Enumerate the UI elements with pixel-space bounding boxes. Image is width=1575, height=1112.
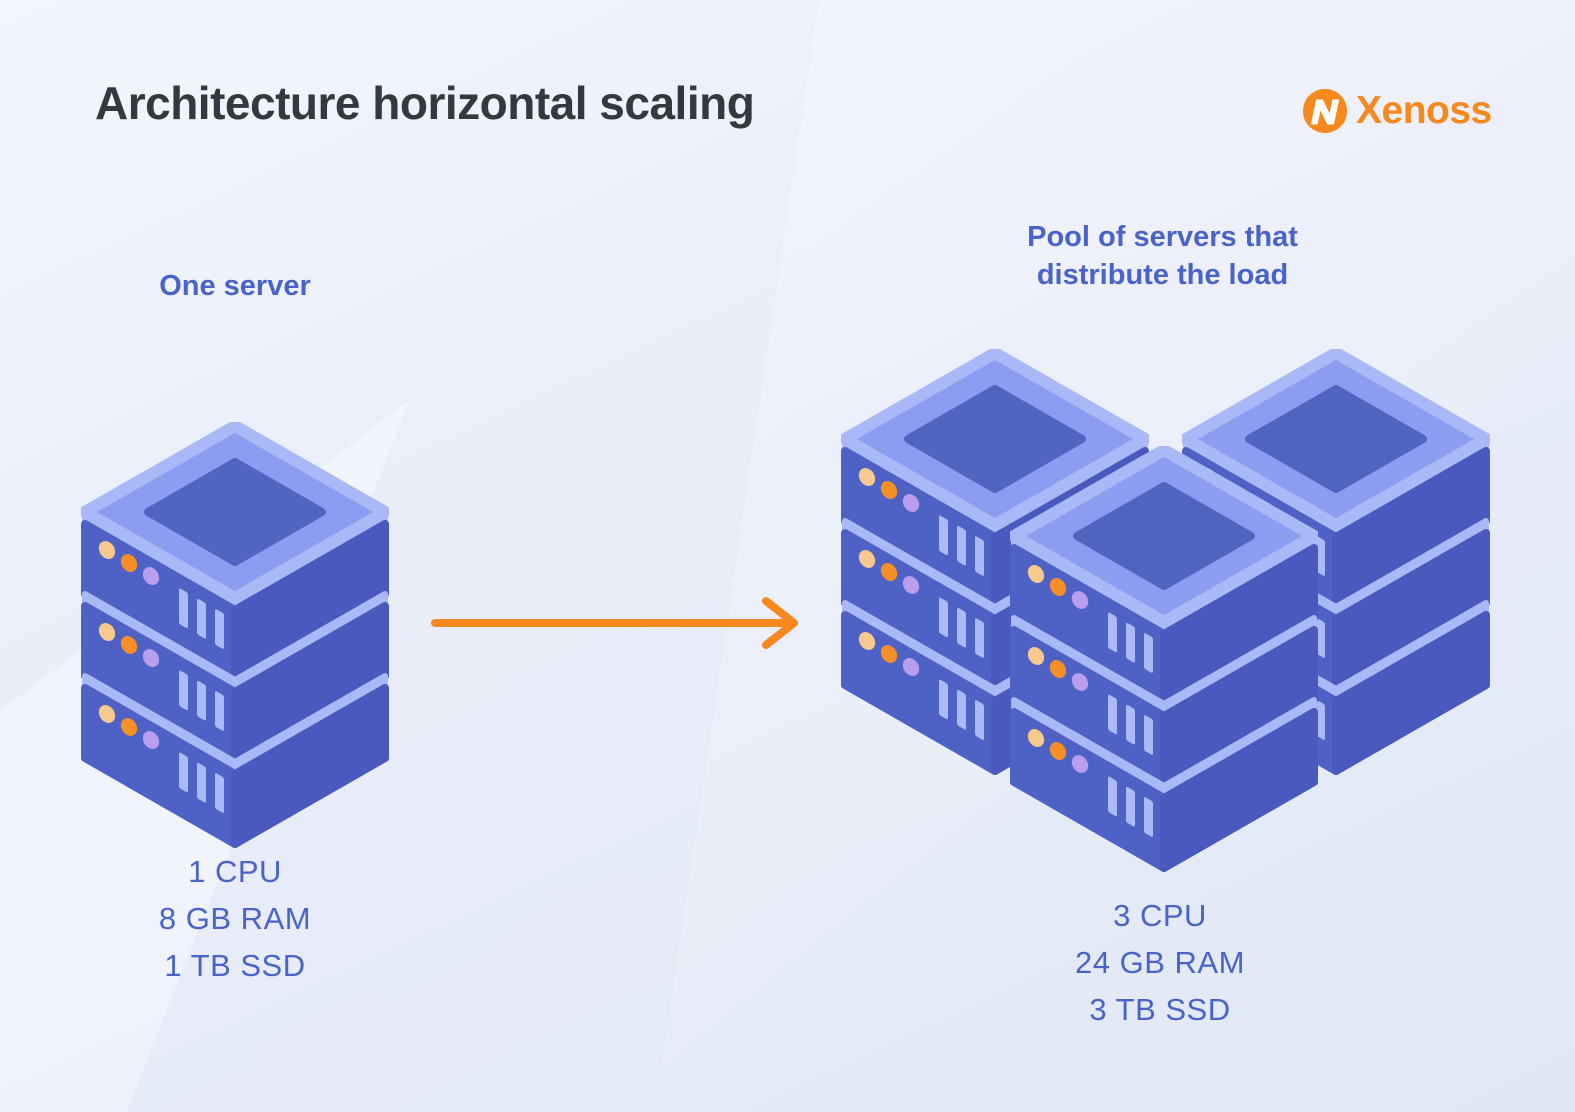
single-server-stack-illustration: [81, 422, 389, 850]
pool-label-line-2: distribute the load: [1036, 259, 1289, 291]
pool-label-line-1: Pool of servers that: [1027, 221, 1298, 253]
spec-cpu: 3 CPU: [1113, 898, 1207, 933]
spec-ssd: 3 TB SSD: [1089, 992, 1231, 1027]
one-server-specs: 1 CPU 8 GB RAM 1 TB SSD: [81, 848, 389, 989]
spec-cpu: 1 CPU: [188, 854, 282, 889]
spec-ssd: 1 TB SSD: [164, 948, 306, 983]
spec-ram: 8 GB RAM: [158, 901, 312, 936]
brand-logo-text: Xenoss: [1356, 89, 1492, 132]
page-title: Architecture horizontal scaling: [95, 77, 755, 129]
xenoss-logo-icon: [1302, 88, 1348, 134]
pool-server-stack-front: [1010, 446, 1318, 874]
pool-servers-specs: 3 CPU 24 GB RAM 3 TB SSD: [1005, 892, 1315, 1033]
pool-of-servers-label: Pool of servers that distribute the load: [935, 218, 1390, 294]
scaling-arrow-icon: [431, 597, 798, 649]
brand-logo: Xenoss: [1301, 87, 1492, 135]
one-server-label: One server: [159, 270, 311, 302]
spec-ram: 24 GB RAM: [1075, 945, 1245, 980]
